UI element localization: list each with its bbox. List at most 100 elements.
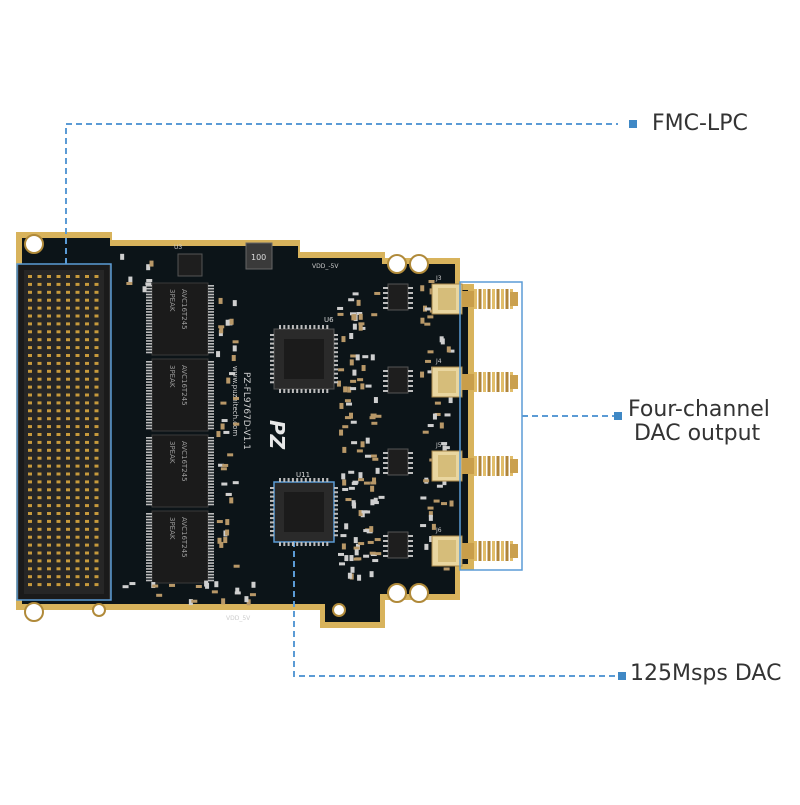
smd-passive: [358, 313, 363, 320]
buffer-chip-part: AVC16T245: [180, 289, 188, 330]
smd-passive: [372, 559, 379, 563]
board-model-label: PZ-FL9767D-V1.1: [241, 372, 251, 450]
smd-passive: [351, 482, 358, 486]
smd-passive: [219, 541, 224, 548]
smd-passive: [337, 312, 344, 316]
sma-label: J4: [435, 358, 442, 365]
smd-passive: [344, 523, 349, 530]
buffer-chip-brand: 3PEAK: [168, 365, 176, 388]
smd-passive: [339, 402, 344, 409]
smd-passive: [436, 484, 443, 488]
smd-passive: [448, 349, 455, 353]
smd-passive: [357, 574, 362, 581]
smd-passive: [356, 311, 363, 315]
smd-passive: [120, 253, 125, 260]
smd-passive: [344, 555, 349, 562]
smd-passive: [353, 546, 360, 550]
smd-passive: [231, 355, 236, 362]
dac-label-text: 125Msps DAC: [630, 661, 782, 686]
smd-passive: [369, 551, 376, 555]
smd-passive: [337, 306, 344, 310]
smd-passive: [339, 562, 346, 566]
smd-passive: [420, 317, 425, 324]
fmc-highlight-box: [16, 263, 112, 601]
smd-passive: [423, 479, 430, 483]
smd-passive: [211, 590, 218, 594]
smd-passive: [369, 571, 374, 578]
smd-passive: [352, 323, 357, 330]
smd-passive: [126, 281, 133, 285]
smd-passive: [420, 371, 425, 378]
smd-passive: [373, 397, 378, 404]
smd-passive: [235, 587, 240, 594]
smd-passive: [233, 422, 240, 426]
smd-passive: [425, 359, 432, 363]
smd-passive: [428, 280, 435, 284]
smd-passive: [358, 510, 363, 517]
smd-passive: [369, 526, 374, 533]
smd-passive: [370, 454, 377, 458]
smd-passive: [349, 333, 354, 340]
smd-passive: [375, 552, 382, 556]
smd-passive: [429, 536, 434, 543]
smd-passive: [218, 297, 223, 304]
smd-passive: [358, 324, 363, 331]
smd-passive: [216, 431, 221, 438]
smd-passive: [229, 372, 236, 376]
smd-passive: [350, 420, 357, 424]
dac-callout-marker: [618, 672, 626, 680]
smd-passive: [342, 446, 347, 453]
smd-passive: [218, 325, 225, 329]
smd-passive: [441, 442, 448, 446]
smd-passive: [205, 582, 210, 589]
sma-label: J5: [435, 442, 442, 449]
smd-passive: [367, 540, 374, 544]
smd-passive: [343, 386, 348, 393]
smd-passive: [371, 421, 378, 425]
smd-passive: [146, 264, 151, 271]
dac-output-label-line2: DAC output: [634, 421, 761, 446]
smd-passive: [223, 430, 230, 434]
buffer-chip-brand: 3PEAK: [168, 289, 176, 312]
smd-passive: [428, 511, 433, 518]
smd-passive: [220, 423, 225, 430]
smd-passive: [232, 481, 239, 485]
smd-passive: [338, 552, 345, 556]
smd-passive: [249, 593, 256, 597]
smd-passive: [347, 572, 352, 579]
smd-passive: [372, 477, 377, 484]
smd-passive: [442, 479, 447, 486]
smd-passive: [348, 412, 353, 419]
smd-passive: [439, 336, 444, 343]
smd-passive: [225, 492, 232, 496]
vdd-label: VDD_-5V: [312, 263, 339, 270]
fmc-connector: [17, 263, 111, 601]
smd-passive: [375, 467, 380, 474]
opamp-chip: [383, 366, 413, 394]
smd-passive: [244, 596, 249, 603]
smd-passive: [363, 554, 370, 558]
u11-label: U11: [296, 471, 310, 479]
smd-passive: [439, 422, 444, 429]
opamp-chip: [383, 531, 413, 559]
smd-passive: [370, 485, 375, 492]
smd-passive: [341, 473, 346, 480]
smd-passive: [350, 379, 357, 383]
dac-output-callout-label: Four-channel DAC output: [628, 398, 770, 446]
smd-passive: [232, 345, 237, 352]
smd-passive: [191, 599, 198, 603]
smd-passive: [434, 412, 441, 416]
smd-passive: [195, 584, 202, 588]
smd-passive: [358, 322, 365, 326]
dac-chip-u11: U11: [273, 471, 335, 543]
smd-passive: [188, 599, 193, 606]
passive-components: [120, 253, 456, 606]
smd-passive: [373, 497, 378, 504]
sma-connector: J6: [431, 527, 518, 567]
smd-passive: [223, 537, 228, 544]
smd-passive: [216, 520, 223, 524]
smd-passive: [432, 413, 437, 420]
smd-passive: [360, 383, 365, 390]
